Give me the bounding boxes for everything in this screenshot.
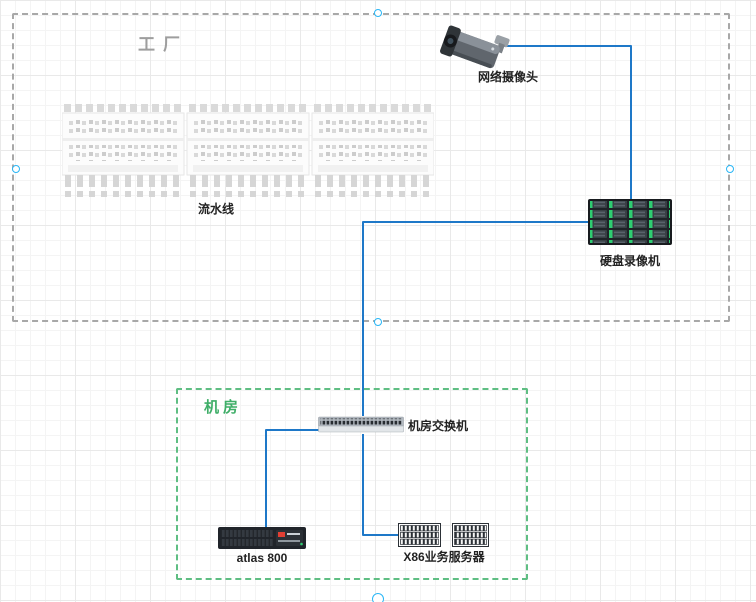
camera-node[interactable] [440, 24, 510, 78]
connection-point-right[interactable] [726, 165, 734, 173]
factory-label: 工厂 [138, 35, 188, 54]
connection-point-top[interactable] [374, 9, 382, 17]
connection-point-canvas-bottom[interactable] [372, 593, 384, 602]
x86-server-icon [398, 523, 489, 547]
connection-point-left[interactable] [12, 165, 20, 173]
atlas-server-icon [218, 527, 306, 549]
x86-server-label: X86业务服务器 [403, 550, 485, 564]
atlas-node[interactable] [218, 527, 306, 549]
dvr-icon [588, 199, 672, 245]
x86-server-node[interactable] [398, 522, 492, 548]
dvr-label: 硬盘录像机 [599, 254, 660, 268]
production-line-node[interactable] [61, 102, 435, 198]
switch-icon [318, 416, 404, 433]
camera-icon [440, 25, 510, 69]
connection-point-bottom[interactable] [374, 318, 382, 326]
server-room-label: 机房 [204, 399, 243, 416]
switch-node[interactable] [318, 414, 404, 434]
switch-label: 机房交换机 [408, 419, 469, 433]
server-room-container[interactable] [176, 388, 528, 580]
dvr-node[interactable] [588, 199, 672, 245]
production-line-label: 流水线 [197, 202, 234, 216]
atlas-label: atlas 800 [236, 551, 288, 565]
production-line-icon [61, 102, 435, 198]
camera-label: 网络摄像头 [478, 70, 539, 84]
